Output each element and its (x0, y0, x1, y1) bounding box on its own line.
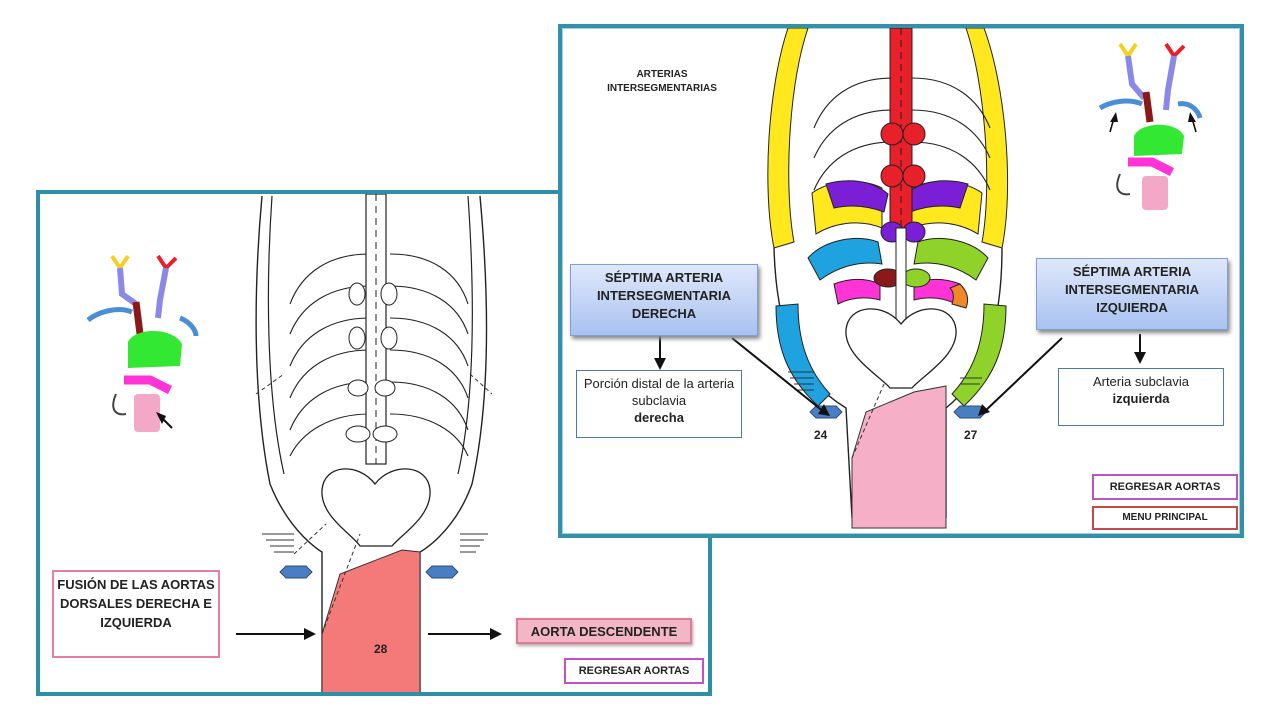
result-izquierda-bold: izquierda (1112, 391, 1170, 406)
septima-derecha-heading: SÉPTIMA ARTERIA INTERSEGMENTARIA DERECHA (570, 264, 758, 336)
front-slide: ARTERIAS INTERSEGMENTARIAS SÉPTIMA ARTER… (558, 24, 1244, 538)
front-title: ARTERIAS INTERSEGMENTARIAS (607, 69, 717, 94)
septima-izquierda-heading: SÉPTIMA ARTERIA INTERSEGMENTARIA IZQUIER… (1036, 258, 1228, 330)
intersegmental-diagram (654, 28, 1203, 529)
regresar-aortas-button-back[interactable]: REGRESAR AORTAS (564, 658, 704, 684)
result-izquierda-box: Arteria subclavia izquierda (1058, 368, 1224, 426)
segment-number-28: 28 (374, 642, 388, 656)
back-aortic-diagram (86, 194, 502, 692)
result-izquierda-text: Arteria subclavia (1092, 374, 1190, 389)
result-derecha-bold: derecha (634, 410, 684, 425)
fusion-label-box: FUSIÓN DE LAS AORTAS DORSALES DERECHA E … (52, 570, 220, 658)
menu-principal-button[interactable]: MENU PRINCIPAL (1092, 506, 1238, 530)
result-derecha-box: Porción distal de la arteria subclavia d… (576, 370, 742, 438)
aortic-arch-thumbnail-back (86, 254, 199, 432)
segment-number-24: 24 (814, 428, 828, 442)
regresar-aortas-button-front[interactable]: REGRESAR AORTAS (1092, 474, 1238, 500)
result-derecha-text: Porción distal de la arteria subclavia (583, 376, 735, 408)
segment-number-27: 27 (964, 428, 978, 442)
aortic-arch-thumbnail-front (1098, 42, 1203, 210)
aorta-descendente-label[interactable]: AORTA DESCENDENTE (516, 618, 692, 644)
